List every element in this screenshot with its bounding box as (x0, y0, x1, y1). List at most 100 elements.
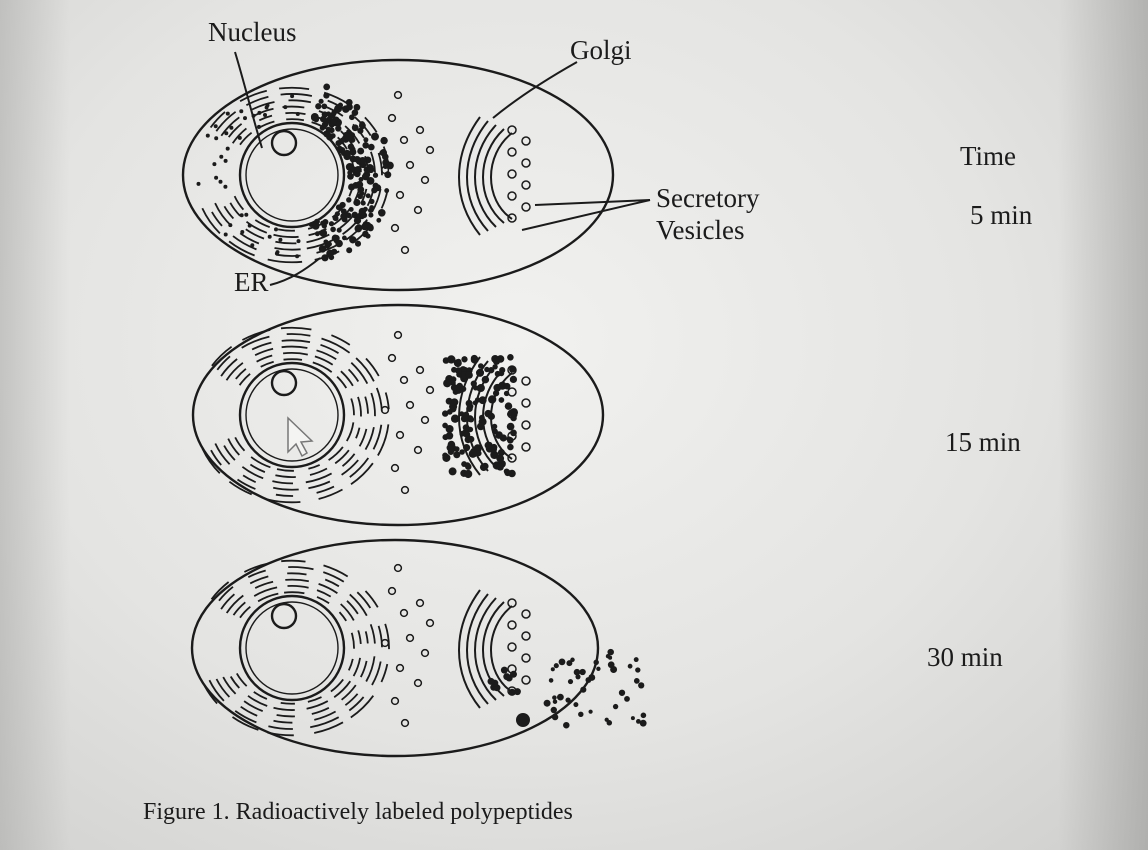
time-header: Time (960, 141, 1017, 171)
er-cisterna (201, 207, 221, 235)
label-dot (264, 105, 269, 110)
er-cisterna (247, 695, 268, 707)
secreted-dot (573, 668, 581, 676)
er-cisterna (280, 93, 313, 97)
cell-panel-1 (191, 303, 605, 527)
nucleus (238, 361, 346, 469)
time-label-30-min: 30 min (927, 642, 1003, 672)
er-cisterna (229, 676, 240, 689)
label-dot (460, 385, 467, 393)
er-cisterna (308, 480, 331, 490)
vesicle (405, 400, 415, 410)
label-dot (330, 119, 337, 126)
er-cisterna (305, 472, 333, 484)
vesicle (395, 430, 405, 440)
label-dot (274, 227, 278, 232)
label-dot (376, 217, 382, 223)
er-cisterna (340, 603, 355, 621)
er-cisterna (253, 586, 278, 597)
er-cisterna (232, 601, 246, 616)
label-dot (362, 141, 370, 149)
er-cisterna (228, 240, 255, 257)
label-dot (506, 422, 515, 431)
er-cisterna (355, 427, 361, 439)
golgi-label: Golgi (570, 35, 632, 65)
vesicle (415, 598, 425, 608)
er-cisterna (286, 333, 311, 337)
er-cisterna (281, 559, 306, 563)
label-dot (345, 212, 352, 219)
secretory-label: Secretory (656, 183, 760, 213)
er-cisterna (371, 661, 382, 686)
er-cisterna (336, 376, 348, 389)
label-dot (212, 162, 217, 167)
label-dot (267, 234, 272, 239)
label-dot (295, 112, 300, 116)
label-dot (487, 412, 495, 420)
secretory-vesicle (521, 202, 531, 212)
label-dot (445, 397, 453, 405)
label-dot (328, 221, 335, 227)
secreted-dot (551, 713, 559, 721)
vesicle (393, 90, 403, 100)
label-dot (349, 148, 357, 156)
er-cisterna (310, 716, 340, 729)
er-cisterna (356, 591, 372, 609)
er-cisterna (209, 111, 226, 129)
er-cisterna (364, 427, 375, 451)
label-dot (353, 103, 361, 111)
label-dot (475, 450, 482, 457)
er-cisterna (275, 474, 296, 478)
label-dot (244, 212, 249, 217)
vesicle (380, 638, 390, 648)
label-dot (465, 399, 473, 407)
er-cisterna (283, 591, 305, 595)
cell-panel-0 (181, 58, 615, 292)
secretory-vesicles (507, 125, 531, 223)
label-dot (357, 127, 364, 134)
secretory-vesicle (521, 136, 531, 146)
cell-membrane (181, 58, 615, 292)
label-dot (320, 115, 327, 123)
nuclear-envelope (245, 128, 339, 222)
er-cisterna (251, 341, 272, 351)
label-dot (513, 688, 521, 696)
label-dot (334, 211, 340, 217)
er-cisterna (346, 422, 355, 442)
label-dot (283, 105, 288, 110)
er-cisterna (239, 232, 260, 245)
er-cisterna (222, 676, 237, 695)
vesicle (405, 633, 415, 643)
label-dot (472, 400, 478, 406)
label-dot (453, 451, 461, 459)
secreted-dot (552, 699, 558, 704)
label-dot (357, 193, 363, 200)
label-dot (463, 431, 471, 438)
label-dot (330, 226, 336, 233)
label-dot (357, 147, 365, 155)
label-dot (223, 158, 228, 163)
label-dot (365, 193, 371, 199)
er-cisterna (321, 337, 351, 354)
er-cisterna (267, 731, 294, 737)
nucleolus (270, 369, 298, 397)
er-cisterna (357, 630, 362, 644)
label-dot (243, 116, 247, 121)
label-dot (340, 208, 347, 215)
er-cisterna (282, 352, 308, 356)
label-dot (492, 390, 500, 397)
er-cisterna (355, 357, 375, 382)
label-dot (349, 236, 357, 244)
label-dot (239, 109, 244, 114)
er-cisterna (280, 326, 312, 331)
er-cisterna (210, 581, 230, 600)
er-cisterna (220, 116, 240, 137)
cell-membrane (191, 303, 605, 527)
secretory-vesicles (507, 365, 531, 463)
secreted-dot (618, 689, 626, 696)
er-cisterna (257, 592, 279, 603)
label-dot (345, 103, 353, 111)
secreted-dot (553, 663, 559, 669)
er-cisterna (267, 258, 303, 264)
label-dot (500, 666, 508, 674)
